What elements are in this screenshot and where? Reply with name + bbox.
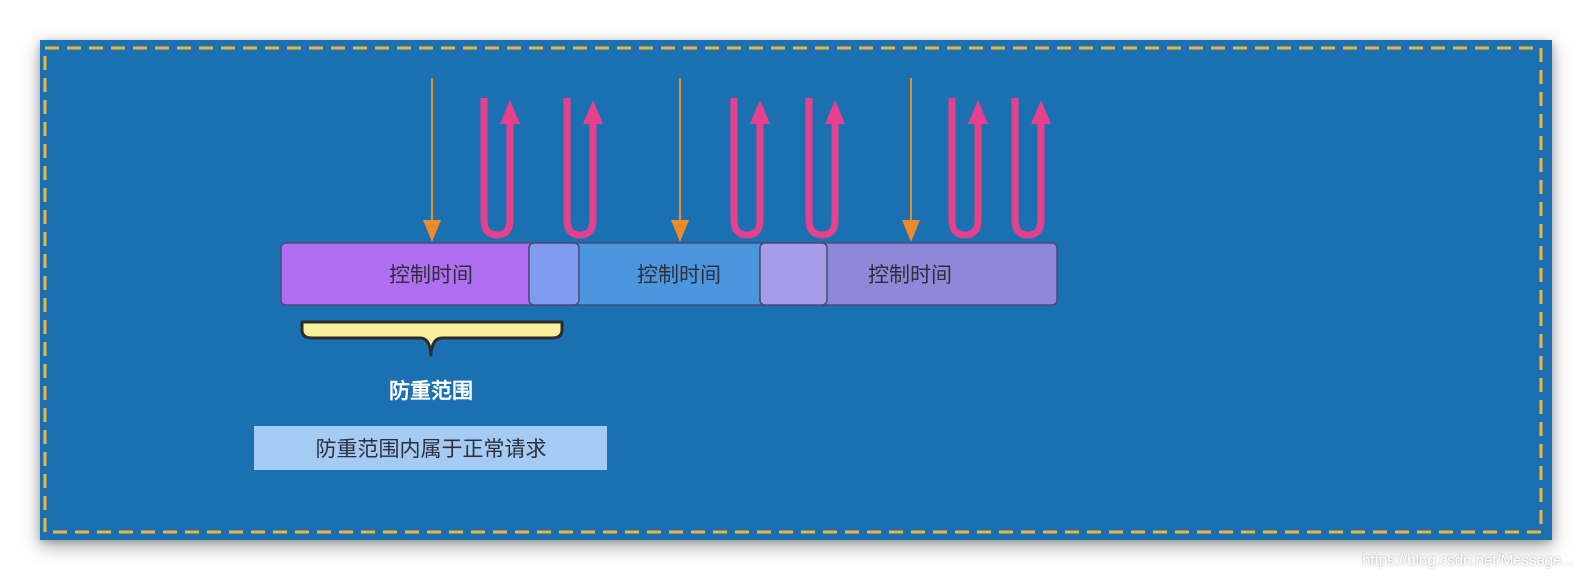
repeat-request-arrow — [480, 98, 520, 239]
watermark: https://blog.csdn.net/Message... — [1362, 552, 1574, 569]
dashed-border — [43, 46, 1543, 534]
segment-label: 控制时间 — [637, 263, 721, 287]
request-arrow-head — [423, 220, 441, 242]
diagram-canvas: 控制时间 控制时间 控制时间 防重范围 防重范围内属于正常请求 — [40, 40, 1552, 540]
timeline-bar: 控制时间 控制时间 控制时间 — [280, 242, 1058, 306]
note-box — [254, 426, 607, 470]
repeat-request-arrow — [730, 98, 770, 239]
segment-label: 控制时间 — [868, 263, 952, 287]
dedup-range-label: 防重范围 — [389, 379, 473, 403]
note-text: 防重范围内属于正常请求 — [316, 437, 547, 461]
segment-label: 控制时间 — [389, 263, 473, 287]
request-arrow-head — [671, 220, 689, 242]
repeat-request-arrow — [1011, 98, 1051, 239]
dedup-range-brace — [300, 320, 564, 357]
overlap-region-1 — [528, 242, 580, 306]
repeat-request-arrow — [948, 98, 988, 239]
request-arrows — [423, 78, 920, 242]
request-arrow-head — [902, 220, 920, 242]
repeat-request-arrow — [563, 98, 603, 239]
overlap-region-2 — [759, 242, 828, 306]
repeat-request-arrows — [480, 98, 1051, 239]
repeat-request-arrow — [805, 98, 845, 239]
